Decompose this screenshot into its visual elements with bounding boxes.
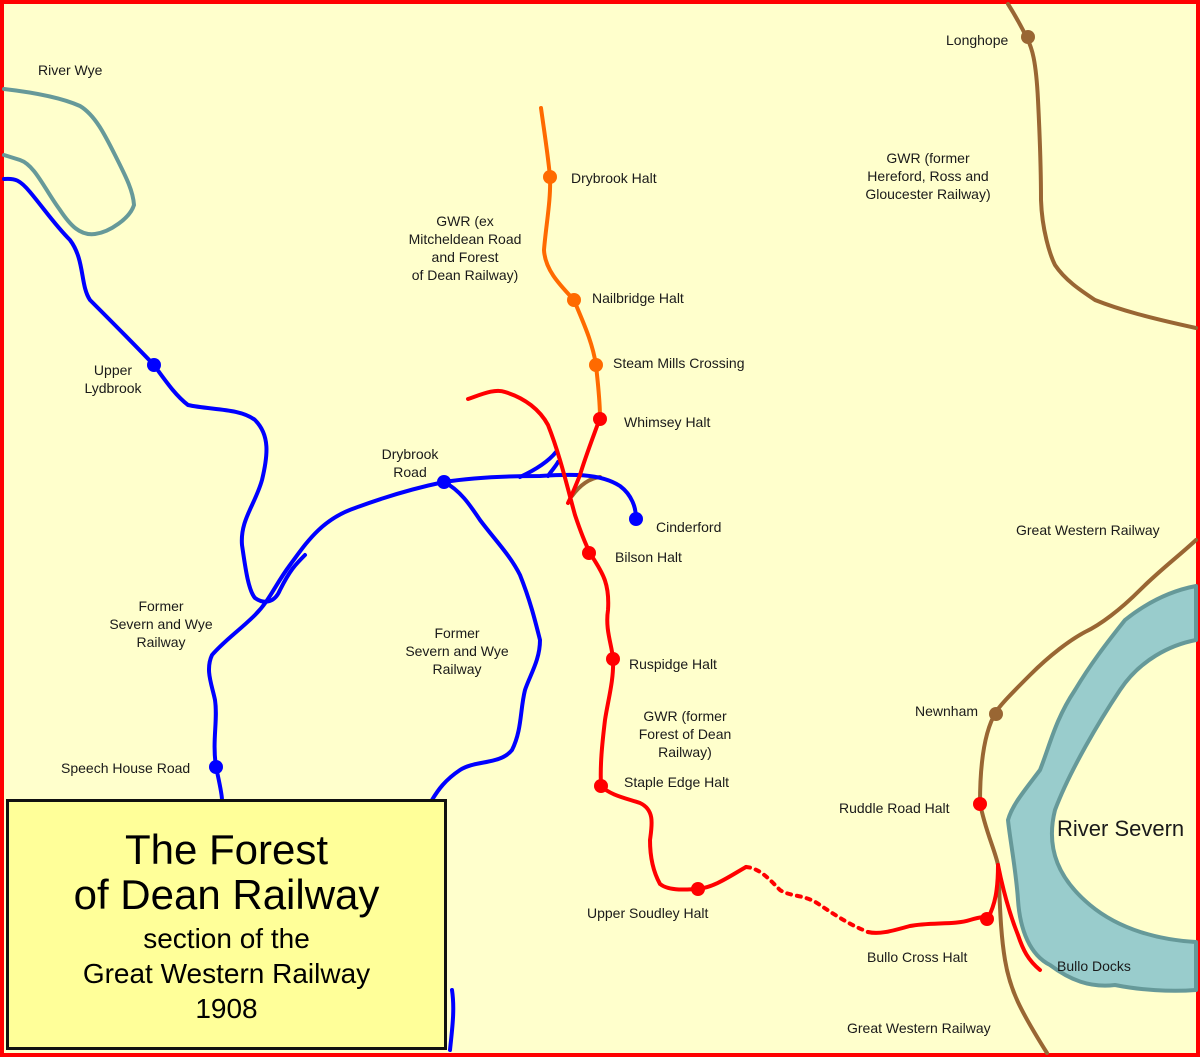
station-dot-nailbridge-halt bbox=[567, 293, 581, 307]
forest-of-dean-railway-lines bbox=[466, 388, 1042, 972]
station-label-speech-house-road: Speech House Road bbox=[61, 760, 191, 776]
station-label-bullo-docks: Bullo Docks bbox=[1057, 958, 1131, 974]
station-dot-drybrook-road bbox=[437, 475, 451, 489]
line-label-gwr-north: Great Western Railway bbox=[1016, 522, 1160, 538]
title-line-1: The Forest bbox=[124, 826, 329, 873]
station-label-ruddle-road-halt: Ruddle Road Halt bbox=[839, 800, 950, 816]
station-dot-bullo-cross-halt bbox=[980, 912, 994, 926]
station-dot-longhope bbox=[1021, 30, 1035, 44]
river-wye bbox=[2, 87, 137, 237]
station-label-longhope: Longhope bbox=[946, 32, 1009, 48]
river-severn bbox=[1006, 584, 1198, 993]
station-dot-ruddle-road-halt bbox=[973, 797, 987, 811]
title-year: 1908 bbox=[195, 993, 258, 1024]
station-dot-upper-lydbrook bbox=[147, 358, 161, 372]
station-dot-newnham bbox=[989, 707, 1003, 721]
station-label-newnham: Newnham bbox=[915, 703, 979, 719]
station-dot-drybrook-halt bbox=[543, 170, 557, 184]
line-label-gwr-south: Great Western Railway bbox=[847, 1020, 991, 1036]
station-dot-upper-soudley-halt bbox=[691, 882, 705, 896]
line-label-mitcheldean: GWR (ex Mitcheldean Road and Forest of D… bbox=[408, 213, 522, 283]
line-label-severn-wye-east: Former Severn and Wye Railway bbox=[405, 625, 509, 677]
station-label-upper-soudley-halt: Upper Soudley Halt bbox=[587, 905, 709, 921]
station-label-bilson-halt: Bilson Halt bbox=[615, 549, 682, 565]
line-label-forest-of-dean: GWR (former Forest of Dean Railway) bbox=[638, 708, 732, 760]
line-label-severn-wye-west: Former Severn and Wye Railway bbox=[109, 598, 213, 650]
station-dot-speech-house-road bbox=[209, 760, 223, 774]
station-label-whimsey-halt: Whimsey Halt bbox=[624, 414, 711, 430]
title-box: The Forest of Dean Railway section of th… bbox=[6, 799, 447, 1050]
mitcheldean-road-line bbox=[539, 106, 602, 420]
station-label-nailbridge-halt: Nailbridge Halt bbox=[592, 290, 684, 306]
station-dot-staple-edge-halt bbox=[594, 779, 608, 793]
station-label-steam-mills-crossing: Steam Mills Crossing bbox=[613, 355, 745, 371]
river-wye-label: River Wye bbox=[38, 62, 103, 78]
station-dot-steam-mills-crossing bbox=[589, 358, 603, 372]
title-line-2: of Dean Railway bbox=[73, 871, 380, 918]
station-dot-ruspidge-halt bbox=[606, 652, 620, 666]
station-dot-whimsey-halt bbox=[593, 412, 607, 426]
station-label-staple-edge-halt: Staple Edge Halt bbox=[624, 774, 730, 790]
station-markers bbox=[147, 30, 1035, 926]
station-label-drybrook-halt: Drybrook Halt bbox=[571, 170, 657, 186]
station-label-upper-lydbrook: Upper Lydbrook bbox=[84, 362, 142, 396]
subtitle-line-2: Great Western Railway bbox=[82, 958, 371, 989]
subtitle-line-1: section of the bbox=[143, 923, 310, 954]
river-severn-label: River Severn bbox=[1057, 816, 1185, 841]
severn-and-wye-railway-lines bbox=[2, 176, 638, 1052]
station-label-cinderford: Cinderford bbox=[656, 519, 722, 535]
station-label-drybrook-road: Drybrook Road bbox=[381, 446, 439, 480]
station-dot-cinderford bbox=[629, 512, 643, 526]
station-label-bullo-cross-halt: Bullo Cross Halt bbox=[867, 949, 968, 965]
line-label-hereford-ross: GWR (former Hereford, Ross and Glouceste… bbox=[865, 150, 991, 202]
station-label-ruspidge-halt: Ruspidge Halt bbox=[629, 656, 717, 672]
station-dot-bilson-halt bbox=[582, 546, 596, 560]
